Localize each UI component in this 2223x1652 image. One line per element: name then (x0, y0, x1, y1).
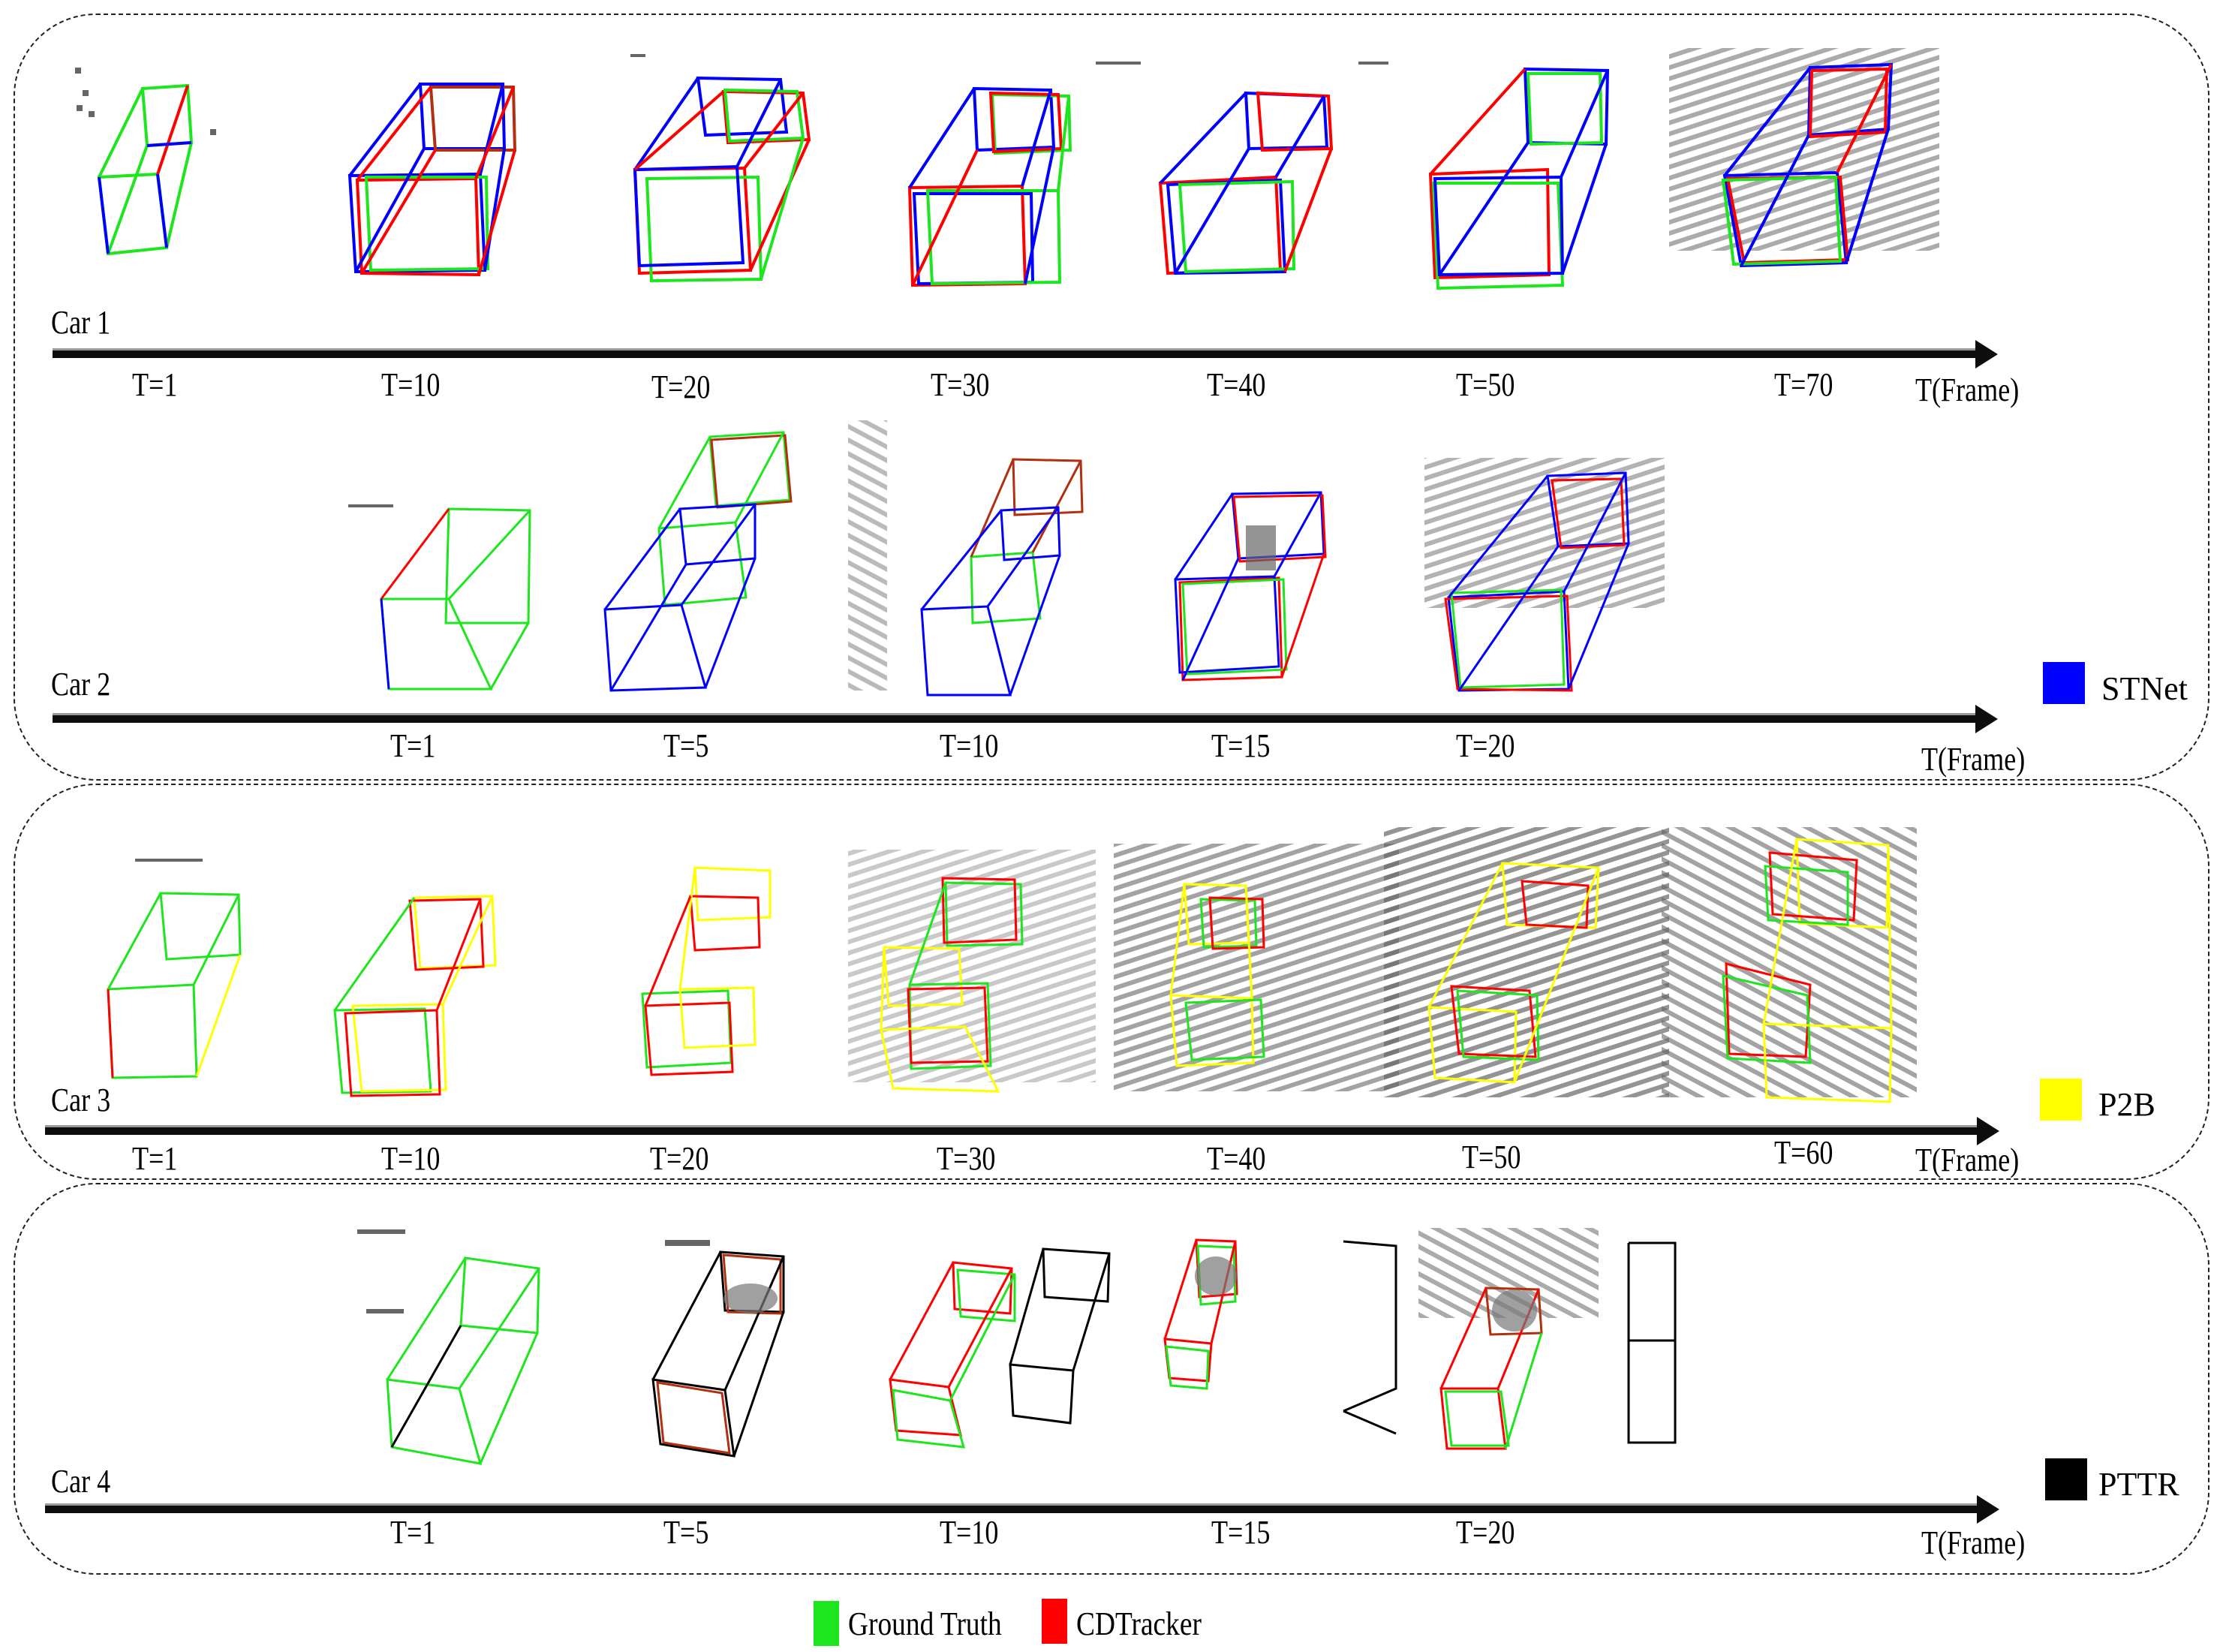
frame-label: T=70 (1774, 366, 1833, 403)
frame-label: T=20 (1456, 727, 1515, 764)
group-pttr-car-4 (14, 1183, 2209, 1575)
legend-label-pttr: PTTR (2098, 1466, 2179, 1503)
legend-label-ground-truth: Ground Truth (848, 1605, 1002, 1642)
time-axis-car-4 (45, 1495, 1999, 1524)
legend-label-stnet: STNet (2101, 670, 2188, 707)
frame-label: T=5 (663, 727, 709, 764)
frame-label: T=10 (381, 366, 441, 403)
frame-label: T=5 (663, 1514, 709, 1551)
axis-title: T(Frame) (1921, 1524, 2026, 1561)
axis-title: T(Frame) (1915, 372, 2020, 408)
frame-label: T=1 (390, 1514, 436, 1551)
frame-label: T=20 (650, 1140, 709, 1177)
axis-title: T(Frame) (1921, 741, 2026, 778)
frame-label: T=10 (940, 1514, 999, 1551)
frame-label: T=20 (651, 369, 711, 405)
time-axis-car-3 (45, 1117, 1999, 1145)
row-label-car-1: Car 1 (51, 304, 111, 341)
row-label-car-3: Car 3 (51, 1082, 111, 1118)
legend-swatch-p2b (2040, 1079, 2082, 1121)
axis-title: T(Frame) (1915, 1142, 2020, 1178)
legend-swatch-stnet (2043, 662, 2085, 704)
car1-frames (75, 48, 1939, 290)
frame-label: T=10 (940, 727, 999, 764)
frame-label: T=15 (1211, 1514, 1271, 1551)
legend-swatch-cdtracker (1042, 1599, 1067, 1644)
row-label-car-2: Car 2 (51, 666, 111, 703)
legend-swatch-ground-truth (814, 1601, 839, 1646)
frame-label: T=30 (937, 1140, 996, 1177)
frame-label: T=10 (381, 1140, 441, 1177)
frame-label: T=60 (1774, 1134, 1833, 1171)
frame-label: T=40 (1207, 1140, 1266, 1177)
frame-label: T=30 (931, 366, 990, 403)
car3-frames (107, 827, 1917, 1103)
frame-label: T=15 (1211, 727, 1271, 764)
frame-label: T=50 (1462, 1139, 1521, 1175)
frame-label: T=40 (1207, 366, 1266, 403)
group-p2b-car-3 (14, 784, 2209, 1180)
legend-label-p2b: P2B (2098, 1086, 2155, 1123)
legend-label-cdtracker: CDTracker (1076, 1605, 1202, 1642)
row-label-car-4: Car 4 (51, 1463, 111, 1500)
car2-frames (348, 420, 1665, 697)
frame-label: T=1 (132, 366, 178, 403)
car4-frames (357, 1228, 1677, 1465)
frame-label: T=50 (1456, 366, 1515, 403)
time-axis-car-2 (53, 705, 1998, 733)
frame-label: T=1 (132, 1140, 178, 1177)
frame-label: T=20 (1456, 1514, 1515, 1551)
legend-swatch-pttr (2045, 1458, 2087, 1500)
group-stnet-cars-1-2 (14, 14, 2209, 781)
time-axis-car-1 (53, 340, 1998, 369)
frame-label: T=1 (390, 727, 436, 764)
